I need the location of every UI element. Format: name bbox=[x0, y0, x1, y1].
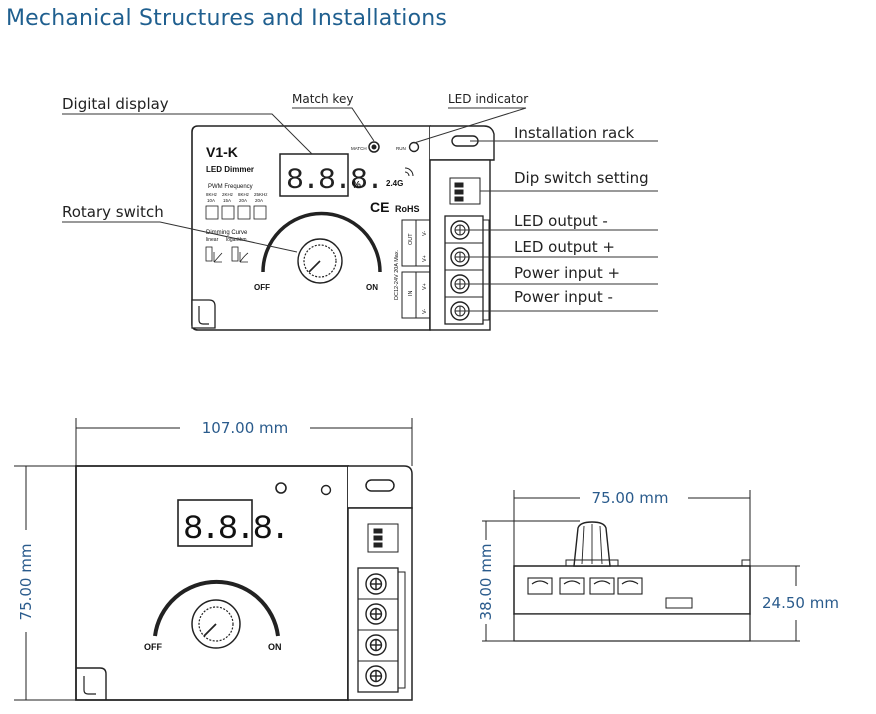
rating-label: DC12-24V 20A Max. bbox=[394, 249, 400, 300]
callout-power-input-plus: Power input + bbox=[514, 264, 620, 282]
front-rotary-arc bbox=[153, 579, 280, 637]
pwm-freq-1: 8KHz bbox=[206, 192, 218, 197]
front-on-label: ON bbox=[268, 642, 282, 652]
front-display-digits: 8.8.8. bbox=[183, 511, 287, 549]
dip-switch-1[interactable] bbox=[454, 182, 464, 188]
callout-match-key: Match key bbox=[292, 92, 353, 106]
match-key-center[interactable] bbox=[371, 144, 377, 150]
curve-title: Dimming Curve bbox=[206, 230, 248, 236]
curve-log-icon bbox=[239, 252, 249, 263]
device-subtitle: LED Dimmer bbox=[206, 165, 254, 174]
ce-mark: CE bbox=[370, 199, 389, 215]
front-bottom-rack bbox=[76, 667, 107, 700]
match-key[interactable] bbox=[368, 141, 380, 153]
out-label: OUT bbox=[408, 233, 414, 245]
callout-led-indicator: LED indicator bbox=[448, 92, 528, 106]
callout-digital-display: Digital display bbox=[62, 95, 169, 113]
pwm-freq-2: 2KHz bbox=[222, 192, 234, 197]
front-rack-slot bbox=[365, 479, 395, 492]
page-title: Mechanical Structures and Installations bbox=[6, 6, 448, 31]
callout-lines bbox=[62, 107, 658, 312]
pwm-freq-4: 25KHz bbox=[254, 192, 268, 197]
pwm-title: PWM Frequency bbox=[208, 184, 253, 190]
pwm-current-1: 10A bbox=[207, 198, 215, 203]
rohs-mark: RoHS bbox=[395, 204, 420, 214]
callout-dip-switch: Dip switch setting bbox=[514, 169, 649, 187]
front-display bbox=[177, 499, 253, 547]
dip-switch-3[interactable] bbox=[454, 196, 464, 202]
front-dip-switch bbox=[367, 523, 399, 553]
terminal-block bbox=[444, 215, 490, 325]
in-v-minus: V- bbox=[422, 309, 428, 314]
front-match-key bbox=[275, 482, 287, 494]
curve-linear-label: linear bbox=[206, 237, 219, 243]
match-label: MATCH bbox=[351, 146, 367, 151]
callout-led-output-minus: LED output - bbox=[514, 212, 608, 230]
in-v-plus: V+ bbox=[422, 283, 428, 290]
display-digits: 8.8.8. bbox=[286, 164, 382, 198]
pwm-current-3: 20A bbox=[239, 198, 247, 203]
curve-dip-log bbox=[231, 246, 239, 262]
pwm-dip-2 bbox=[221, 205, 235, 220]
on-label: ON bbox=[366, 283, 378, 292]
curve-dip-linear bbox=[205, 246, 213, 262]
wireless-label: 2.4G bbox=[386, 179, 403, 188]
callout-rotary-switch: Rotary switch bbox=[62, 203, 164, 221]
pwm-dip-4 bbox=[253, 205, 267, 220]
front-installation-rack bbox=[348, 465, 413, 509]
rotary-arc bbox=[261, 211, 382, 273]
rotary-pointer bbox=[308, 260, 321, 273]
pwm-dip-3 bbox=[237, 205, 251, 220]
off-label: OFF bbox=[254, 283, 270, 292]
top-device bbox=[191, 125, 495, 331]
run-label: RUN bbox=[396, 146, 406, 151]
front-off-label: OFF bbox=[144, 642, 162, 652]
dimension-side-height: 38.00 mm bbox=[477, 544, 495, 621]
dimension-side-body-height: 24.50 mm bbox=[762, 594, 839, 612]
dip-switch-2[interactable] bbox=[454, 189, 464, 195]
percent-sign: % bbox=[352, 180, 361, 191]
out-v-plus: V+ bbox=[422, 255, 428, 262]
callout-installation-rack: Installation rack bbox=[514, 124, 634, 142]
callout-led-output-plus: LED output + bbox=[514, 238, 615, 256]
dimension-height: 75.00 mm bbox=[17, 544, 35, 621]
bottom-rack-slot bbox=[198, 306, 209, 325]
out-v-minus: V- bbox=[422, 231, 428, 236]
pwm-current-4: 20A bbox=[255, 198, 263, 203]
rotary-knob-grip[interactable] bbox=[303, 244, 337, 278]
bottom-rack bbox=[191, 299, 216, 329]
in-label: IN bbox=[408, 290, 414, 296]
digital-display bbox=[279, 153, 349, 197]
front-view bbox=[14, 418, 413, 701]
device-model: V1-K bbox=[206, 144, 238, 160]
dimension-side-width: 75.00 mm bbox=[592, 489, 669, 507]
wireless-icon bbox=[404, 167, 414, 177]
side-view bbox=[482, 490, 800, 642]
front-led bbox=[320, 484, 332, 496]
pwm-dip-1 bbox=[205, 205, 219, 220]
installation-rack bbox=[430, 125, 495, 161]
pwm-current-2: 15A bbox=[223, 198, 231, 203]
callout-power-input-minus: Power input - bbox=[514, 288, 613, 306]
curve-linear-icon bbox=[213, 252, 223, 263]
curve-log-label: logarithm bbox=[226, 237, 247, 243]
pwm-freq-3: 8KHz bbox=[238, 192, 250, 197]
dimension-width: 107.00 mm bbox=[202, 419, 288, 437]
